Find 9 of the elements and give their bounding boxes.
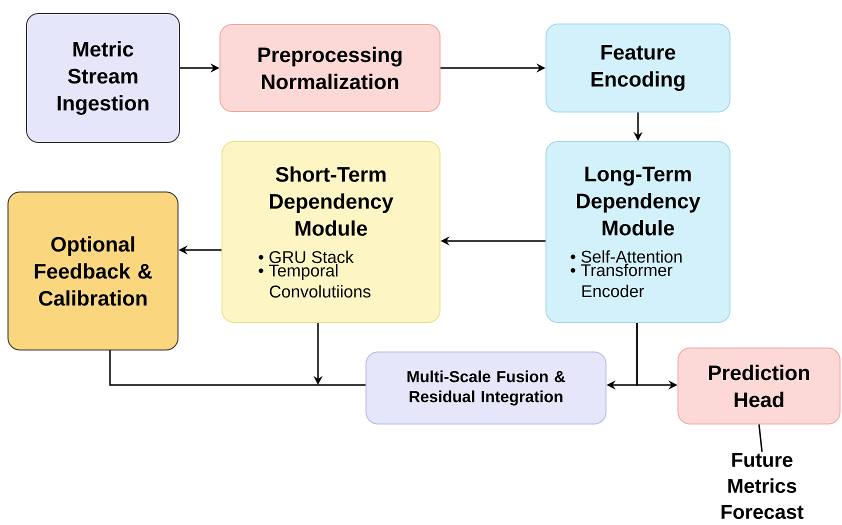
module-box: Long-Term Dependency Module • Self-Attention • Transformer Encoder [546, 141, 730, 323]
module-box: Short-Term Dependency Module • GRU Stack • Temporal Convolutiions [222, 141, 440, 323]
output-text: Future Metrics Forecast [722, 453, 804, 519]
process-box: Multi-Scale Fusion & Residual Integration [366, 352, 606, 424]
process-box: Feature Encoding [546, 24, 730, 112]
process-box: Optional Feedback & Calibration [8, 192, 178, 350]
process-box: Preprocessing Normalization [220, 24, 440, 112]
process-box: Prediction Head [678, 348, 840, 424]
process-box: Metric Stream Ingestion [26, 13, 180, 143]
